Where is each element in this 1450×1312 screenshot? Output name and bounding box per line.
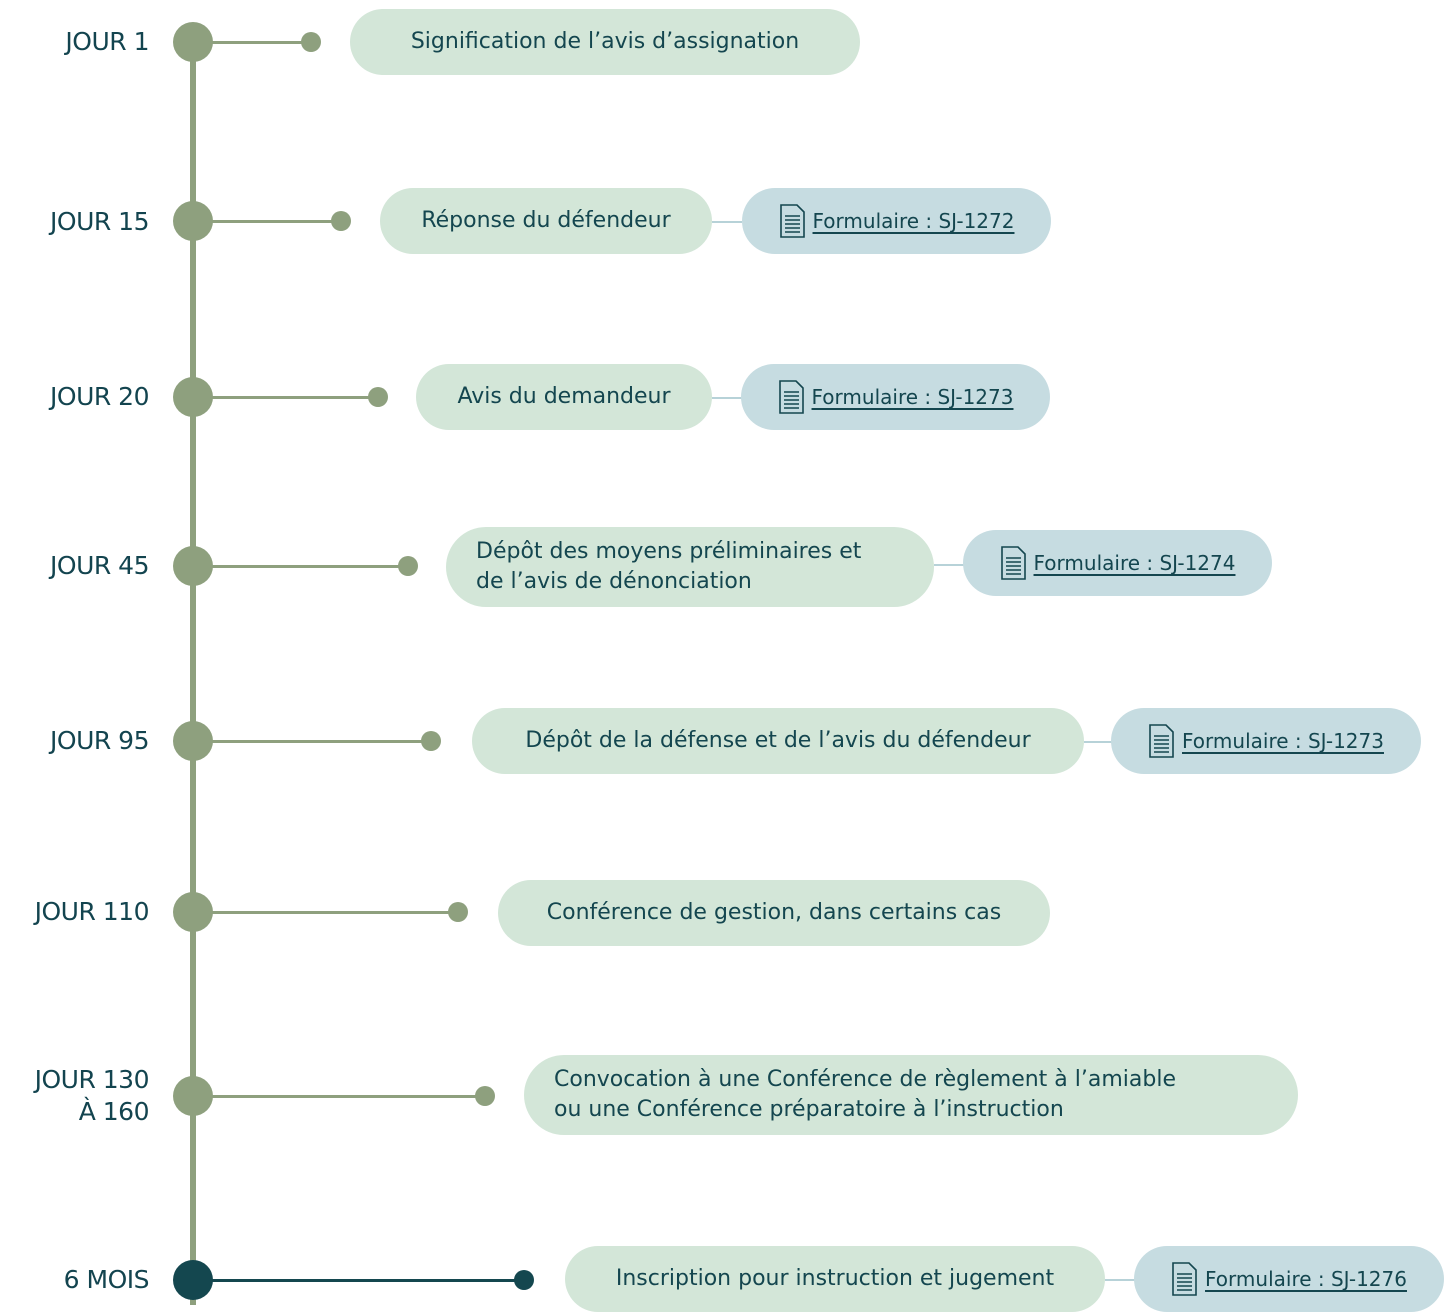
timeline-connector [193,396,378,399]
connector-dot-final [514,1270,534,1290]
form-pill: Formulaire : SJ-1273 [1111,708,1421,774]
form-connector [712,397,742,399]
document-icon [778,380,804,414]
event-pill: Réponse du défendeur [380,188,712,254]
document-icon [1149,724,1174,758]
connector-dot [475,1086,495,1106]
form-link-sj-1276[interactable]: Formulaire : SJ-1276 [1205,1267,1407,1291]
form-pill: Formulaire : SJ-1276 [1134,1246,1444,1312]
step-label-jour-110: JOUR 110 [34,897,150,926]
event-text: Dépôt des moyens préliminaires et de l’a… [476,539,862,594]
form-link-sj-1273[interactable]: Formulaire : SJ-1273 [1182,729,1384,753]
form-pill: Formulaire : SJ-1274 [963,530,1272,596]
timeline-connector [193,1095,485,1098]
event-pill: Conférence de gestion, dans certains cas [498,880,1050,946]
step-label-jour-20: JOUR 20 [50,382,149,411]
connector-dot [368,387,388,407]
step-label-6-mois: 6 MOIS [63,1265,150,1294]
event-pill: Convocation à une Conférence de règlemen… [524,1055,1298,1135]
connector-dot [448,902,468,922]
event-text: Inscription pour instruction et jugement [615,1266,1055,1291]
form-pill: Formulaire : SJ-1273 [741,364,1050,430]
connector-dot [301,32,321,52]
connector-dot [421,731,441,751]
document-icon [1172,1262,1197,1296]
document-icon [1000,546,1026,580]
timeline-spine [190,42,196,1305]
event-text: Convocation à une Conférence de règlemen… [554,1067,1176,1122]
event-pill: Dépôt de la défense et de l’avis du défe… [472,708,1084,774]
form-link-sj-1274[interactable]: Formulaire : SJ-1274 [1033,551,1236,575]
event-pill: Avis du demandeur [416,364,712,430]
step-label-jour-130-160: JOUR 130 À 160 [34,1065,150,1126]
step-label-jour-15: JOUR 15 [50,207,149,236]
timeline-connector [193,740,431,743]
event-text: Conférence de gestion, dans certains cas [546,900,1002,925]
step-label-jour-45: JOUR 45 [50,551,149,580]
connector-dot [398,556,418,576]
event-text: Signification de l’avis d’assignation [410,29,800,54]
event-text: Avis du demandeur [457,384,671,409]
timeline-connector [193,220,341,223]
document-icon [779,204,805,238]
step-label-jour-1: JOUR 1 [65,27,149,56]
timeline-connector-final [193,1279,516,1282]
event-text: Réponse du défendeur [421,208,671,233]
timeline-connector [193,41,311,44]
form-connector [712,221,742,223]
event-text: Dépôt de la défense et de l’avis du défe… [525,728,1031,753]
event-pill: Signification de l’avis d’assignation [350,9,860,75]
form-connector [1105,1279,1135,1281]
timeline-connector [193,565,408,568]
form-connector [934,564,964,566]
connector-dot [331,211,351,231]
form-link-sj-1272[interactable]: Formulaire : SJ-1272 [812,209,1015,233]
event-pill: Dépôt des moyens préliminaires et de l’a… [446,527,934,607]
form-link-sj-1273[interactable]: Formulaire : SJ-1273 [811,385,1014,409]
event-pill: Inscription pour instruction et jugement [565,1246,1105,1312]
form-pill: Formulaire : SJ-1272 [742,188,1051,254]
timeline-connector [193,911,458,914]
form-connector [1084,741,1112,743]
step-label-jour-95: JOUR 95 [50,726,149,755]
